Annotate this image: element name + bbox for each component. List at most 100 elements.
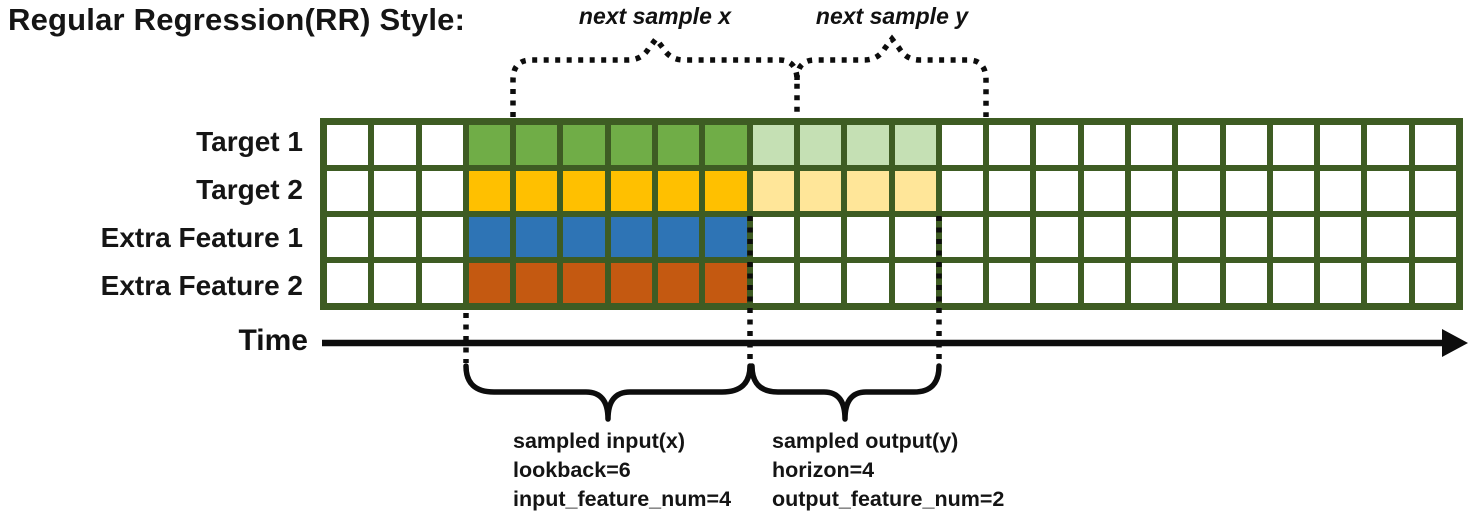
sampled-output-params: sampled output(y) horizon=4 output_featu… — [772, 427, 1004, 514]
grid-cell-input — [563, 263, 605, 303]
grid-cell-output — [799, 171, 842, 211]
grid-cell-empty — [989, 217, 1031, 257]
grid-cell-empty — [1367, 263, 1409, 303]
diagram-title: Regular Regression(RR) Style: — [8, 2, 466, 37]
grid-cell-empty — [1367, 217, 1409, 257]
grid-cell-empty — [941, 125, 984, 165]
grid-cell-empty — [1083, 171, 1125, 211]
grid-cell-empty — [1036, 263, 1078, 303]
grid-cell-empty — [1130, 217, 1173, 257]
grid-cell-empty — [1414, 217, 1456, 257]
grid-cell-empty — [1178, 171, 1220, 211]
grid-cell-empty — [1320, 263, 1362, 303]
row-label-extra-feature-2: Extra Feature 2 — [100, 270, 303, 301]
grid-cell-output — [847, 171, 889, 211]
grid-cell-empty — [374, 125, 416, 165]
grid-cell-empty — [327, 217, 369, 257]
grid-cell-empty — [989, 125, 1031, 165]
grid-cell-output — [752, 171, 794, 211]
grid-cell-empty — [374, 171, 416, 211]
grid-cell-empty — [327, 171, 369, 211]
next-sample-x-brace — [510, 34, 800, 117]
grid-cell-empty — [989, 171, 1031, 211]
horizon-param: horizon=4 — [772, 458, 875, 482]
output-feature-num-param: output_feature_num=2 — [772, 487, 1005, 511]
grid-cell-output — [894, 125, 936, 165]
grid-cell-empty — [374, 217, 416, 257]
grid-cell-empty — [799, 217, 842, 257]
grid-cell-empty — [1225, 125, 1267, 165]
sampled-output-title: sampled output(y) — [772, 429, 959, 453]
grid-cell-empty — [421, 171, 463, 211]
grid-cell-empty — [1036, 171, 1078, 211]
grid-cell-empty — [941, 171, 984, 211]
grid-cell-empty — [1178, 217, 1220, 257]
grid-cell-empty — [1367, 125, 1409, 165]
grid-cell-empty — [1272, 217, 1315, 257]
grid-cell-input — [468, 171, 511, 211]
grid-cell-input — [610, 263, 653, 303]
grid-cell-output — [799, 125, 842, 165]
grid-cell-input — [610, 217, 653, 257]
grid-cell-empty — [1178, 263, 1220, 303]
grid-cell-empty — [1225, 217, 1267, 257]
grid-cell-input — [705, 125, 747, 165]
grid-cell-empty — [421, 125, 463, 165]
grid-cell-input — [468, 125, 511, 165]
row-label-target-1: Target 1 — [196, 126, 303, 157]
grid-cell-input — [705, 263, 747, 303]
grid-cell-output — [894, 171, 936, 211]
grid-cell-empty — [1036, 125, 1078, 165]
grid-cell-empty — [1320, 217, 1362, 257]
grid-cell-empty — [374, 263, 416, 303]
sampled-input-brace — [463, 363, 753, 422]
grid-cell-output — [752, 125, 794, 165]
row-label-extra-feature-1: Extra Feature 1 — [100, 222, 303, 253]
next-sample-y-brace — [794, 34, 989, 117]
grid-cell-empty — [847, 263, 889, 303]
grid-cell-empty — [989, 263, 1031, 303]
grid-cell-empty — [1414, 171, 1456, 211]
row-label-target-2: Target 2 — [196, 174, 303, 205]
grid-cell-empty — [1272, 125, 1315, 165]
row-labels: Target 1 Target 2 Extra Feature 1 Extra … — [0, 118, 312, 310]
grid-cell-empty — [421, 217, 463, 257]
time-axis-label: Time — [238, 324, 308, 357]
grid-cell-input — [516, 263, 558, 303]
timeseries-grid — [320, 118, 1463, 310]
grid-cell-empty — [1225, 263, 1267, 303]
grid-cell-input — [658, 217, 700, 257]
grid-cell-empty — [1225, 171, 1267, 211]
grid-cell-input — [658, 171, 700, 211]
grid-cell-empty — [1130, 125, 1173, 165]
time-axis-arrowhead — [1442, 329, 1468, 357]
grid-cell-empty — [1130, 171, 1173, 211]
grid-cell-empty — [1320, 125, 1362, 165]
grid-cell-empty — [847, 217, 889, 257]
grid-cell-empty — [1178, 125, 1220, 165]
grid-cell-empty — [1414, 263, 1456, 303]
grid-cell-empty — [1414, 125, 1456, 165]
grid-cell-empty — [1130, 263, 1173, 303]
grid-cell-output — [847, 125, 889, 165]
lookback-param: lookback=6 — [513, 458, 631, 482]
grid-cell-input — [705, 171, 747, 211]
grid-cell-empty — [1083, 217, 1125, 257]
grid-cell-empty — [941, 263, 984, 303]
grid-cell-input — [516, 217, 558, 257]
grid-cell-empty — [327, 125, 369, 165]
next-sample-y-label: next sample y — [815, 3, 969, 29]
grid-cell-input — [468, 217, 511, 257]
grid-cell-input — [516, 125, 558, 165]
grid-cell-empty — [894, 263, 936, 303]
grid-cell-input — [610, 171, 653, 211]
grid-cell-empty — [1083, 263, 1125, 303]
grid-cell-empty — [941, 217, 984, 257]
grid-cell-empty — [1320, 171, 1362, 211]
grid-cell-empty — [1272, 263, 1315, 303]
grid-cell-input — [705, 217, 747, 257]
grid-cell-input — [468, 263, 511, 303]
grid-cell-empty — [752, 263, 794, 303]
grid-cell-input — [658, 125, 700, 165]
